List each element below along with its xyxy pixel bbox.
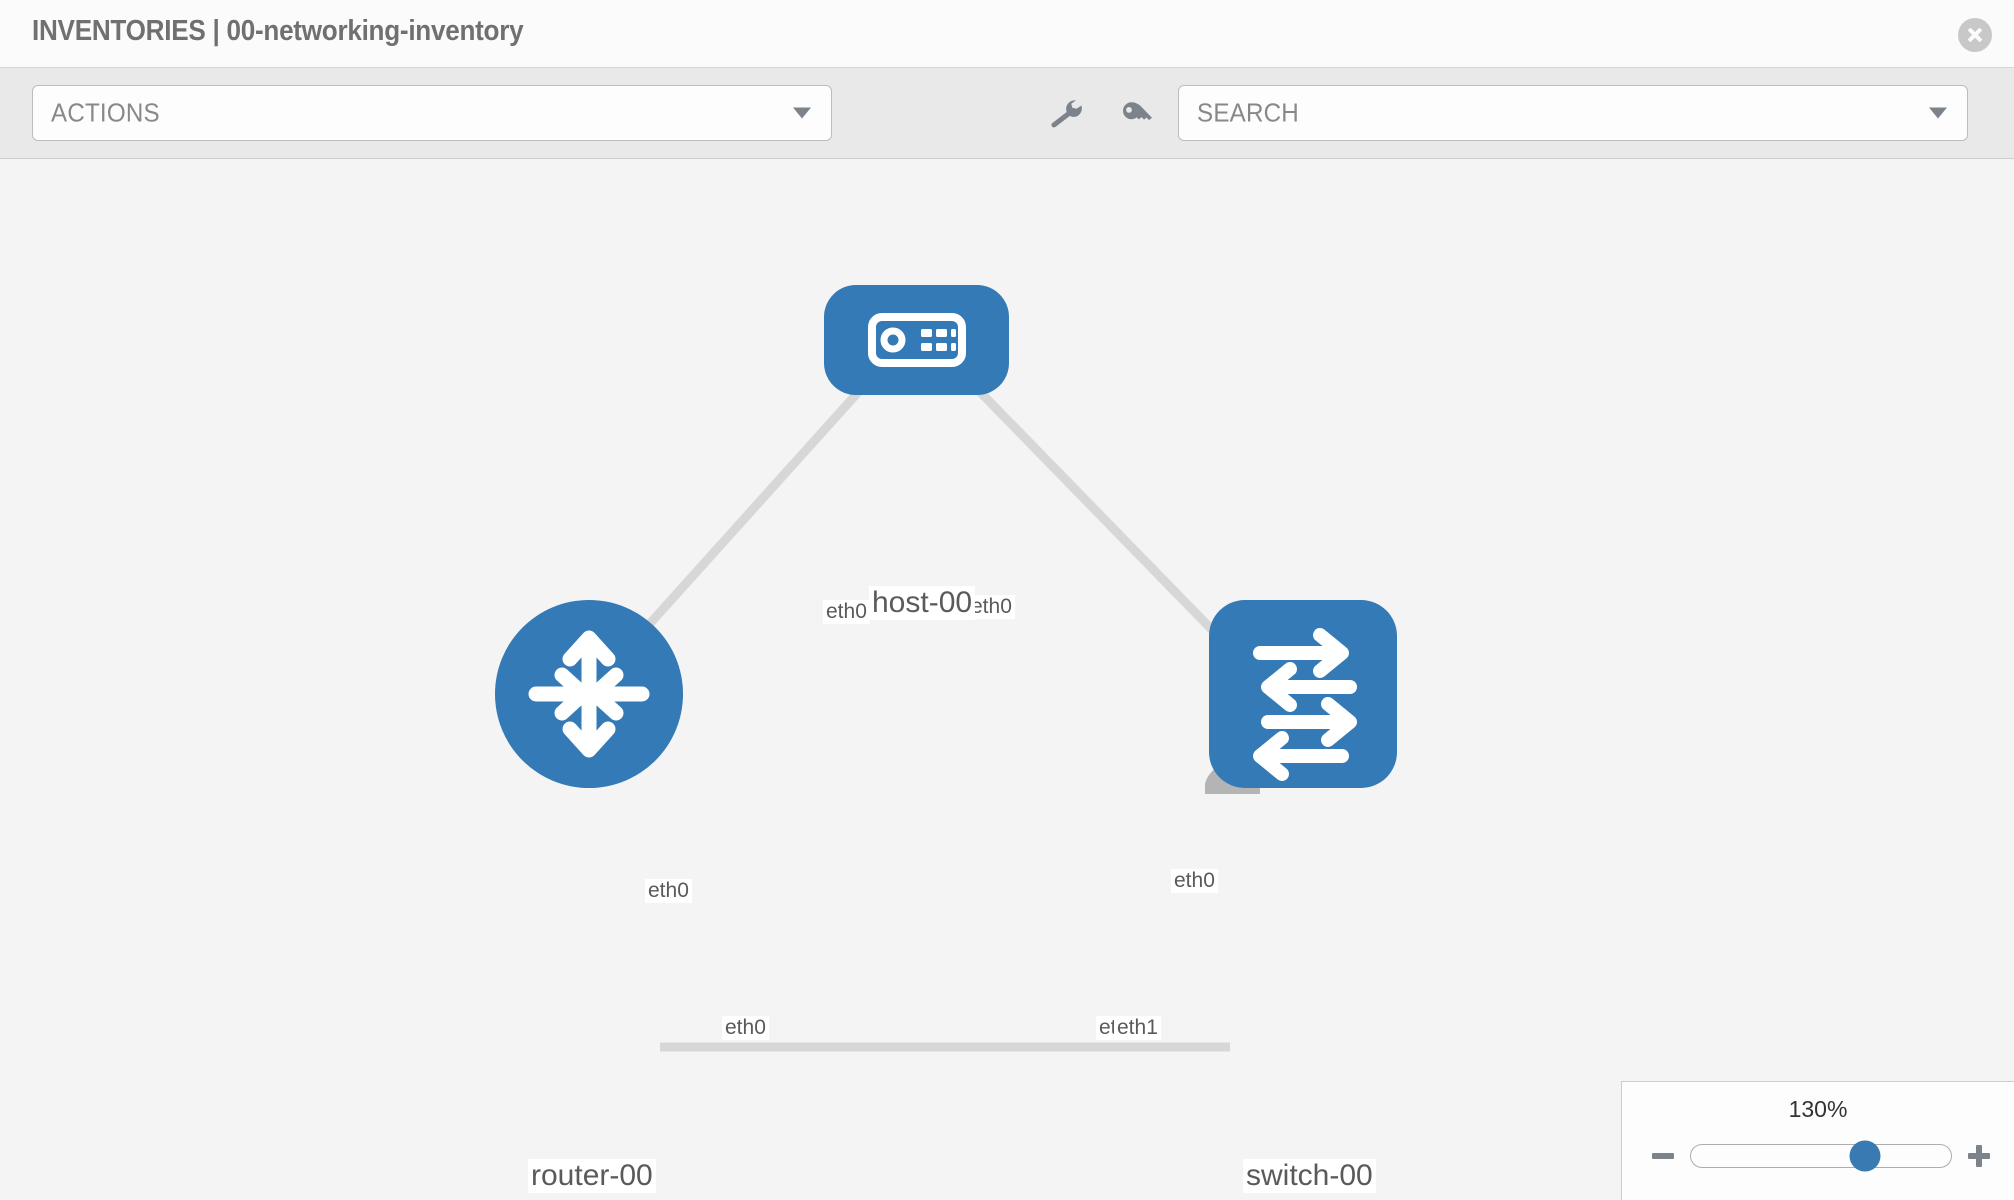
chevron-down-icon bbox=[793, 107, 811, 119]
wrench-icon[interactable] bbox=[1048, 98, 1086, 130]
node-label-host-00: host-00 bbox=[869, 586, 976, 620]
node-switch-00[interactable] bbox=[1209, 600, 1397, 788]
key-icon[interactable] bbox=[1118, 98, 1156, 130]
node-host-00[interactable] bbox=[824, 285, 1009, 395]
page-title: INVENTORIES | 00-networking-inventory bbox=[32, 15, 524, 47]
interface-label: eth0 bbox=[645, 879, 692, 904]
search-input[interactable]: SEARCH bbox=[1178, 85, 1968, 141]
page-header: INVENTORIES | 00-networking-inventory bbox=[0, 0, 2014, 68]
interface-label: eth0 bbox=[823, 600, 870, 625]
node-router-00[interactable] bbox=[495, 600, 683, 788]
toolbar: ACTIONS SEARCH bbox=[0, 68, 2014, 159]
interface-label: eth0 bbox=[968, 595, 1015, 620]
zoom-level-label: 130% bbox=[1788, 1096, 1848, 1122]
interface-label: eth0 bbox=[1171, 869, 1218, 894]
zoom-slider-thumb[interactable] bbox=[1849, 1140, 1881, 1172]
interface-label: eth0 bbox=[722, 1016, 769, 1041]
zoom-slider[interactable] bbox=[1690, 1140, 1952, 1172]
topology-connectors bbox=[858, 335, 1260, 794]
zoom-in-button[interactable] bbox=[1966, 1143, 1992, 1169]
actions-dropdown-label: ACTIONS bbox=[51, 97, 160, 128]
interface-label: eth1 bbox=[1114, 1016, 1161, 1041]
actions-dropdown[interactable]: ACTIONS bbox=[32, 85, 832, 141]
link-host-switch bbox=[944, 355, 1264, 683]
topology-graph bbox=[495, 285, 1397, 1052]
node-label-router-00: router-00 bbox=[528, 1159, 656, 1193]
topology-links bbox=[596, 355, 1264, 1052]
zoom-out-button[interactable] bbox=[1650, 1143, 1676, 1169]
chevron-down-icon bbox=[1929, 107, 1947, 119]
topology-canvas[interactable]: eth0 eth0 eth0 eth0 eth0 eth0 eth1 host-… bbox=[0, 159, 2014, 1200]
close-icon[interactable] bbox=[1958, 18, 1992, 52]
search-placeholder: SEARCH bbox=[1197, 97, 1299, 128]
zoom-control-panel: 130% bbox=[1621, 1081, 2014, 1200]
node-label-switch-00: switch-00 bbox=[1243, 1159, 1376, 1193]
